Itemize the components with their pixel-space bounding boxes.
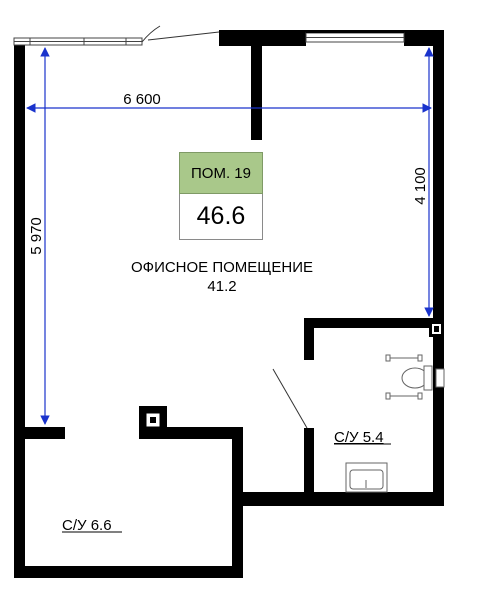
shaft-left-dot (150, 417, 156, 423)
sink-icon (345, 462, 388, 493)
main-room-area: 41.2 (207, 278, 237, 295)
wall-bottom-left (14, 566, 243, 578)
wall-bottom-right (232, 492, 444, 506)
door-entrance (147, 31, 220, 41)
wall-right (433, 30, 444, 498)
dimension-height-right-label: 4 100 (412, 167, 429, 205)
wall-partition-top (251, 46, 262, 140)
bathroom-right-label: С/У 5.4 (334, 429, 384, 446)
walls (14, 30, 444, 578)
dimension-lines (26, 47, 434, 425)
wall-wc-right-top (304, 318, 444, 328)
windows (13, 30, 405, 46)
fixtures (345, 354, 445, 493)
room-number-badge: ПОМ. 19 (179, 152, 263, 194)
dimension-height-left-label: 5 970 (28, 217, 45, 255)
doors (141, 25, 308, 429)
main-room-name: ОФИСНОЕ ПОМЕЩЕНИЕ (131, 259, 313, 276)
room-total-area: 46.6 (179, 194, 263, 240)
wall-wc-right-left-b (304, 428, 314, 500)
toilet-icon (401, 365, 445, 391)
bathroom-left-label: С/У 6.6 (62, 517, 112, 534)
shaft-right-dot (434, 326, 439, 332)
shaft-symbols (145, 321, 444, 428)
wall-left (14, 38, 25, 578)
wall-top-right (219, 30, 306, 46)
dimension-width-label: 6 600 (123, 91, 161, 108)
door-bath-right (272, 368, 308, 429)
wall-wc-right-left-a (304, 318, 314, 360)
wall-wc-left-top-a (25, 427, 65, 439)
wall-wc-left-top-b (139, 427, 243, 439)
